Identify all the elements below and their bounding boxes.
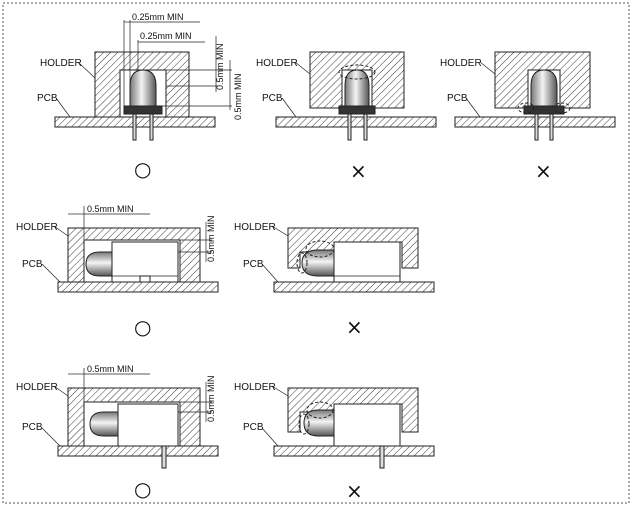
dim-025-top: 0.25mm MIN [132,12,184,22]
led-flange [123,105,163,115]
ng-mark: × [350,159,367,183]
led-dome [89,411,119,437]
led-flange [338,105,376,115]
pcb-label: PCB [22,422,43,433]
led-tab [139,275,151,283]
problem-highlight [298,413,310,435]
holder-label: HOLDER [234,382,276,393]
dim-05-vert-b: 0.5mm MIN [233,73,243,120]
led-lead [149,113,154,141]
problem-highlight [517,102,535,114]
dim-05-horiz: 0.5mm MIN [87,204,134,214]
panel-horizontal-tight: HOLDER PCB × [234,222,435,339]
led-lead [347,113,352,141]
dim-05-vert-side: 0.5mm MIN [206,375,216,422]
dim-05-vert-side: 0.5mm MIN [206,215,216,262]
led-lead [534,113,539,141]
led-body [333,241,401,283]
problem-highlight [338,64,376,80]
led-dome [129,69,157,107]
led-lead [161,445,167,469]
led-lead [363,113,368,141]
holder-label: HOLDER [234,222,276,233]
pcb-board [273,281,435,293]
pcb-label: PCB [22,259,43,270]
holder-label: HOLDER [256,58,298,69]
pcb-label: PCB [447,93,468,104]
pcb-label: PCB [243,422,264,433]
holder-label: HOLDER [440,58,482,69]
led-flange [523,105,565,115]
holder-body [309,51,405,109]
pcb-board [57,281,219,293]
ng-mark: × [346,315,363,339]
pcb-board [275,116,437,128]
ok-mark: ○ [134,477,151,501]
pcb-label: PCB [37,93,58,104]
dim-05-horiz: 0.5mm MIN [87,364,134,374]
led-body [333,403,401,447]
led-dome [344,69,370,107]
led-lead [132,113,137,141]
holder-label: HOLDER [40,58,82,69]
led-body [111,241,179,283]
problem-highlight [553,102,571,114]
ng-mark: × [535,159,552,183]
pcb-board [57,445,219,457]
holder-label: HOLDER [16,382,58,393]
holder-label: HOLDER [16,222,58,233]
problem-highlight [296,252,308,274]
led-lead [549,113,554,141]
panel-vertical-wide-hole: HOLDER PCB × [256,51,437,183]
led-body [117,403,179,447]
panel-vertical-tight-base: HOLDER PCB × [440,51,616,183]
ok-mark: ○ [134,315,151,339]
led-dome [85,251,113,277]
dim-025-second: 0.25mm MIN [140,31,192,41]
holder-body [494,51,591,109]
panel-horizontal-throughhole-correct: 0.5mm MIN 0.5mm MIN HOLDER PCB ○ [16,364,219,501]
dim-05-vert-a: 0.5mm MIN [215,43,225,90]
panel-horizontal-correct: 0.5mm MIN 0.5mm MIN HOLDER PCB ○ [16,204,219,339]
led-lead [379,445,385,469]
led-dome [530,69,558,107]
pcb-label: PCB [243,259,264,270]
problem-highlight [306,401,334,419]
pcb-label: PCB [262,93,283,104]
pcb-board [273,445,435,457]
problem-highlight [305,240,335,258]
ng-mark: × [346,479,363,503]
ok-mark: ○ [134,157,151,181]
panel-horizontal-throughhole-tight: HOLDER PCB × [234,382,435,503]
panel-vertical-correct: 0.25mm MIN 0.25mm MIN 0.5mm MIN 0.5mm MI… [37,12,243,181]
